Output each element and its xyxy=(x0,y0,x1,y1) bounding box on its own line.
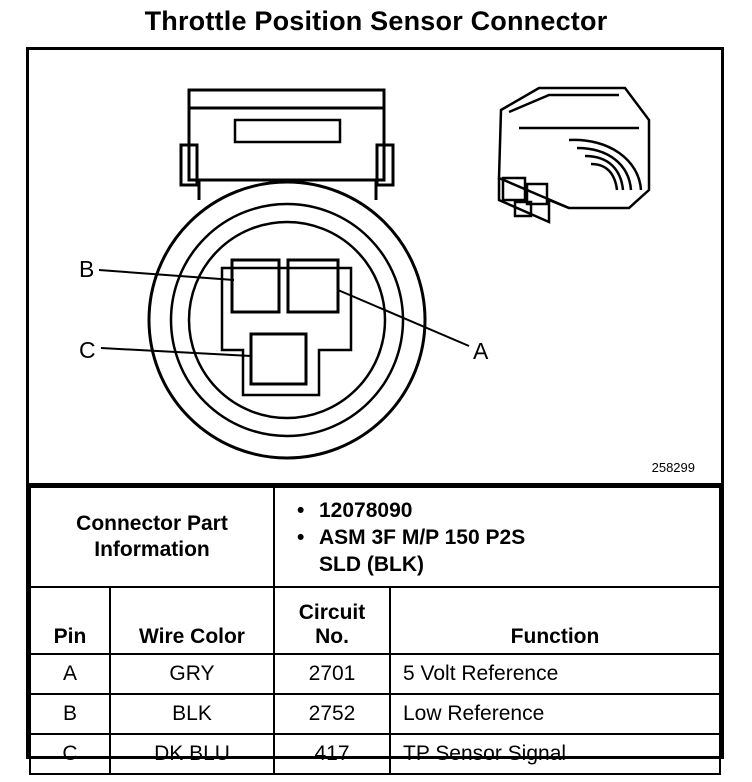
cell-function: Low Reference xyxy=(389,693,721,735)
connector-part-row: Connector Part Information 12078090 ASM … xyxy=(29,486,721,588)
cell-wire-color: BLK xyxy=(109,693,275,735)
connector-part-item: ASM 3F M/P 150 P2S SLD (BLK) xyxy=(297,524,718,578)
pin-label-c: C xyxy=(79,337,96,363)
page-title: Throttle Position Sensor Connector xyxy=(144,6,608,36)
table-row: C DK BLU 417 TP Sensor Signal xyxy=(29,733,721,775)
connector-part-label-line1: Connector Part xyxy=(76,512,228,535)
connector-latch-housing xyxy=(187,88,386,182)
leader-a xyxy=(337,289,470,347)
cell-pin: B xyxy=(29,693,111,735)
header-function: Function xyxy=(389,586,721,655)
connector-part-label-line2: Information xyxy=(94,538,210,561)
connector-inner-ring xyxy=(169,202,405,438)
cell-pin: C xyxy=(29,733,111,775)
connector-perspective-sketch xyxy=(497,86,651,224)
header-circuit-line2: No. xyxy=(315,625,349,648)
table-row: B BLK 2752 Low Reference xyxy=(29,693,721,735)
header-circuit: Circuit No. xyxy=(273,586,391,655)
table-row: A GRY 2701 5 Volt Reference xyxy=(29,653,721,695)
header-circuit-line1: Circuit xyxy=(298,601,366,624)
leader-c xyxy=(100,347,252,357)
pin-label-b: B xyxy=(79,256,95,282)
connector-info-table: Connector Part Information 12078090 ASM … xyxy=(29,486,721,775)
header-pin: Pin xyxy=(29,586,111,655)
pin-label-a: A xyxy=(473,338,489,364)
diagram-frame: B C A 258299 Connector Part Information … xyxy=(26,47,724,775)
cell-function: TP Sensor Signal xyxy=(389,733,721,775)
cell-function: 5 Volt Reference xyxy=(389,653,721,695)
connector-diagram-area: B C A 258299 xyxy=(29,50,721,486)
terminal-a xyxy=(286,258,340,314)
connector-part-item-text: ASM 3F M/P 150 P2S xyxy=(319,525,526,549)
connector-part-list: 12078090 ASM 3F M/P 150 P2S SLD (BLK) xyxy=(273,486,721,588)
header-wire-color: Wire Color xyxy=(109,586,275,655)
cell-pin: A xyxy=(29,653,111,695)
cell-circuit: 2701 xyxy=(273,653,391,695)
connector-face-drawing xyxy=(98,86,651,460)
connector-part-item: 12078090 xyxy=(297,497,718,524)
connector-part-item-text: SLD (BLK) xyxy=(319,552,424,576)
terminal-b xyxy=(230,258,281,314)
table-header-row: Pin Wire Color Circuit No. Function xyxy=(29,586,721,655)
cell-wire-color: DK BLU xyxy=(109,733,275,775)
figure-number: 258299 xyxy=(651,460,695,475)
cell-wire-color: GRY xyxy=(109,653,275,695)
leader-b xyxy=(98,269,235,281)
terminal-c xyxy=(249,332,308,386)
latch-window xyxy=(233,118,342,144)
cell-circuit: 417 xyxy=(273,733,391,775)
connector-outer-ring xyxy=(147,180,427,460)
connector-part-label: Connector Part Information xyxy=(29,486,275,588)
cell-circuit: 2752 xyxy=(273,693,391,735)
